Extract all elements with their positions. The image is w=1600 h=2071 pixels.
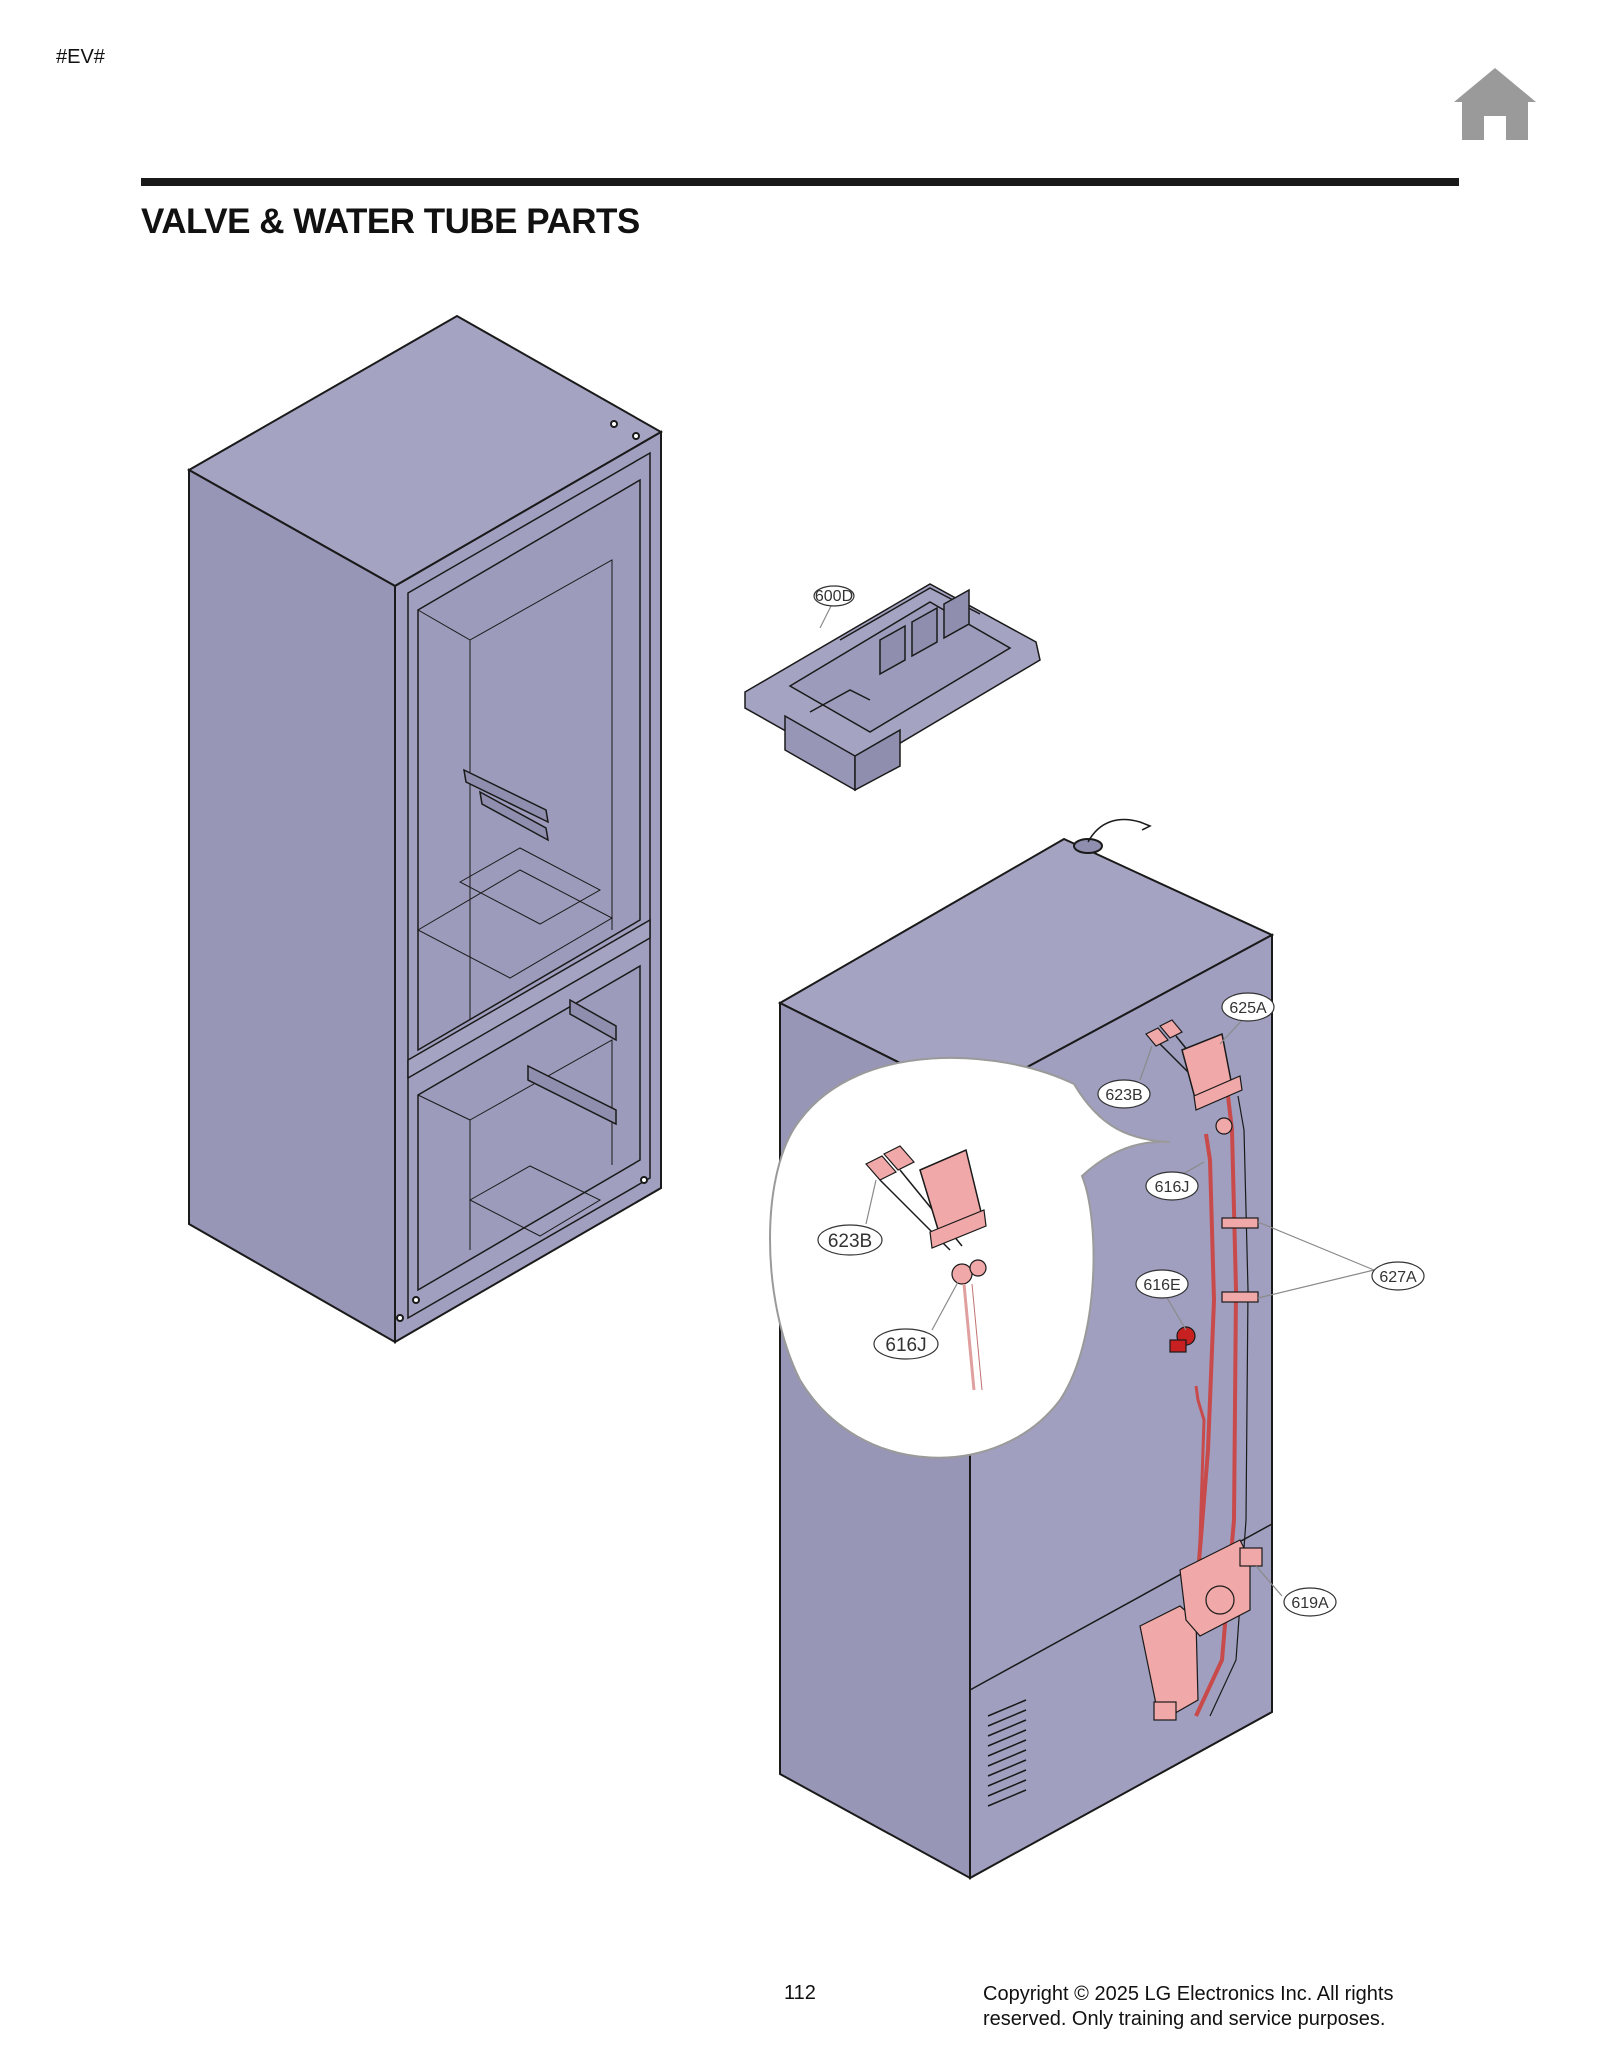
callout-616J: 616J	[1145, 1171, 1199, 1201]
document-code: #EV#	[56, 46, 105, 68]
home-icon[interactable]	[1452, 66, 1538, 142]
callout-616E: 616E	[1135, 1269, 1189, 1299]
callout-623B: 623B	[1097, 1079, 1151, 1109]
svg-text:616J: 616J	[885, 1335, 926, 1356]
svg-text:627A: 627A	[1379, 1269, 1417, 1286]
svg-text:619A: 619A	[1291, 1595, 1329, 1612]
detail-magnifier-bubble	[769, 1056, 1171, 1459]
callout-detail-616J: 616J	[873, 1328, 939, 1360]
svg-text:625A: 625A	[1229, 1000, 1267, 1017]
copyright-notice: Copyright © 2025 LG Electronics Inc. All…	[983, 1983, 1394, 2030]
page-title: VALVE & WATER TUBE PARTS	[141, 202, 640, 241]
callout-detail-623B: 623B	[817, 1224, 883, 1256]
svg-text:616J: 616J	[1155, 1179, 1190, 1196]
cabinet-front-view	[186, 314, 664, 1344]
callout-627A: 627A	[1371, 1261, 1425, 1291]
svg-text:623B: 623B	[828, 1231, 872, 1252]
callout-625A: 625A	[1221, 992, 1275, 1022]
callout-619A: 619A	[1283, 1587, 1337, 1617]
page-number: 112	[784, 1982, 816, 2004]
ice-maker-tray-600D	[744, 583, 1041, 792]
svg-text:623B: 623B	[1105, 1087, 1142, 1104]
callout-600D: 600D	[813, 585, 855, 607]
title-rule	[141, 178, 1459, 186]
svg-text:616E: 616E	[1143, 1277, 1180, 1294]
leader-lines	[819, 605, 1375, 1597]
svg-text:600D: 600D	[815, 588, 853, 605]
water-tube-assembly	[1139, 1019, 1263, 1721]
